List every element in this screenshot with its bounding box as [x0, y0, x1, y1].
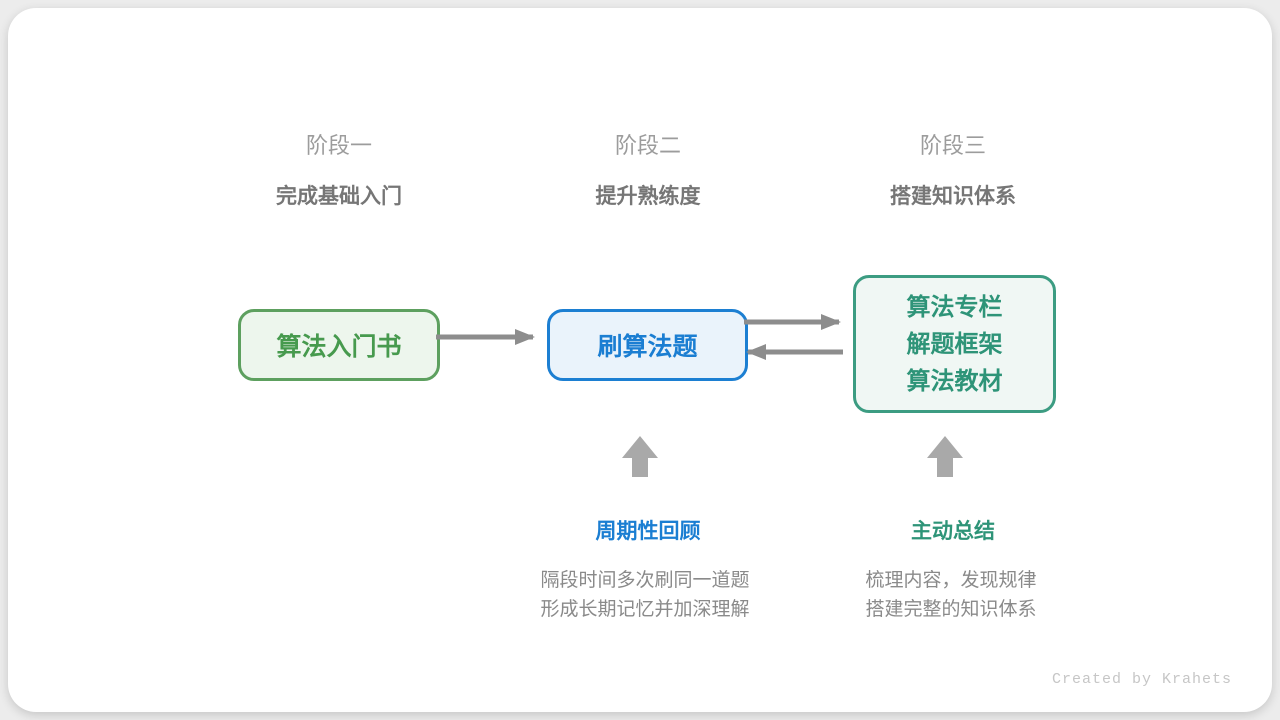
stage-2-label: 阶段二	[614, 133, 681, 158]
node-resources-line-3: 算法教材	[906, 367, 1003, 395]
method-periodic-review-desc-line-2: 形成长期记忆并加深理解	[540, 599, 750, 620]
stage-3-label: 阶段三	[919, 133, 986, 158]
node-practice-problems: 刷算法题	[547, 309, 748, 381]
method-periodic-review-desc-line-1: 隔段时间多次刷同一道题	[540, 570, 750, 591]
stage-1-subtitle: 完成基础入门	[276, 185, 402, 208]
watermark-credit: Created by Krahets	[1051, 671, 1232, 688]
method-periodic-review-title: 周期性回顾	[595, 520, 701, 543]
diagram-card: 阶段一 完成基础入门 阶段二 提升熟练度 阶段三 搭建知识体系 算法入门书 刷算…	[8, 8, 1272, 712]
stage-3-header: 阶段三 搭建知识体系	[803, 132, 1103, 210]
stage-1-header: 阶段一 完成基础入门	[189, 132, 489, 210]
node-resources-line-2: 解题框架	[906, 330, 1003, 358]
node-resources-line-1: 算法专栏	[906, 293, 1003, 321]
stage-2-header: 阶段二 提升熟练度	[498, 132, 798, 210]
method-periodic-review-desc: 隔段时间多次刷同一道题 形成长期记忆并加深理解	[465, 566, 825, 624]
method-active-summary-desc-line-2: 搭建完整的知识体系	[865, 599, 1037, 620]
method-active-summary-desc: 梳理内容，发现规律 搭建完整的知识体系	[771, 566, 1131, 624]
method-active-summary-desc-line-1: 梳理内容，发现规律	[865, 570, 1037, 591]
stage-3-subtitle: 搭建知识体系	[890, 185, 1016, 208]
stage-2-subtitle: 提升熟练度	[595, 185, 701, 208]
node-intro-book-label: 算法入门书	[276, 333, 402, 361]
stage-1-label: 阶段一	[305, 133, 372, 158]
node-practice-problems-label: 刷算法题	[597, 333, 698, 361]
node-intro-book: 算法入门书	[238, 309, 440, 381]
method-active-summary-title: 主动总结	[911, 520, 995, 543]
node-knowledge-resources: 算法专栏 解题框架 算法教材	[853, 275, 1056, 413]
